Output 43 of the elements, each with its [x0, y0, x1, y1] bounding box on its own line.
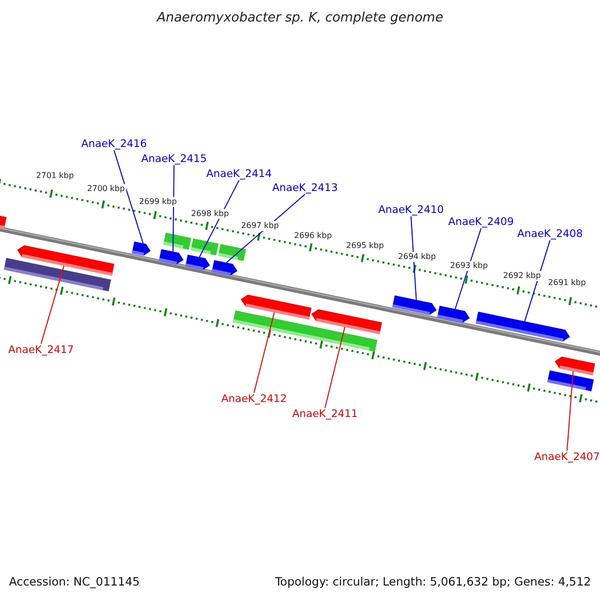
gene-label: AnaeK_2415 — [140, 152, 208, 166]
leader-line — [524, 240, 550, 322]
gene-bar — [554, 356, 596, 376]
tick-label: 2697 kbp — [240, 221, 280, 231]
leader-line — [454, 228, 482, 310]
tick-label: 2692 kbp — [502, 271, 542, 281]
leader-line — [324, 326, 346, 408]
tick-label: 2695 kbp — [345, 241, 385, 251]
gene-label: AnaeK_2417 — [7, 344, 75, 356]
leader-line — [172, 164, 174, 252]
tick-label: 2691 kbp — [547, 278, 587, 288]
leader-line — [114, 150, 144, 244]
gene-label: AnaeK_2411 — [291, 408, 359, 420]
gene-label: AnaeK_2413 — [271, 182, 339, 194]
leader-line — [254, 312, 275, 394]
tick-label: 2698 kbp — [190, 209, 230, 219]
gene-bar — [158, 249, 184, 265]
tick-label: 2701 kbp — [35, 171, 75, 181]
leader-line — [40, 265, 64, 344]
gene-label: AnaeK_2409 — [447, 216, 515, 228]
tick-label: 2693 kbp — [449, 261, 489, 271]
gene-label: AnaeK_2407 — [533, 450, 600, 464]
gene-label: AnaeK_2412 — [220, 392, 288, 406]
tick-label: 2700 kbp — [86, 184, 126, 194]
gene-label: AnaeK_2416 — [80, 138, 148, 150]
accession-text: Accession: NC_011145 — [9, 576, 140, 588]
tick-label: 2694 kbp — [397, 252, 437, 262]
leader-line — [566, 370, 574, 452]
gene-label: AnaeK_2410 — [377, 204, 445, 216]
gene-label: AnaeK_2414 — [205, 168, 273, 180]
leader-line — [199, 180, 240, 258]
genome-info-text: Topology: circular; Length: 5,061,632 bp; Genes: 4,512 — [275, 576, 591, 588]
title: Anaeromyxobacter sp. K, complete genome — [156, 12, 444, 24]
gene-label: AnaeK_2408 — [516, 228, 584, 240]
gene-bar — [132, 241, 151, 256]
gene-bar — [212, 260, 238, 276]
gene-bar — [185, 254, 210, 270]
gene-bar — [476, 312, 570, 342]
gene-bar — [392, 295, 437, 315]
tick-label: 2699 kbp — [138, 197, 178, 207]
gene-bar — [437, 306, 470, 323]
leader-line — [410, 216, 417, 300]
tick-label: 2696 kbp — [293, 231, 333, 241]
